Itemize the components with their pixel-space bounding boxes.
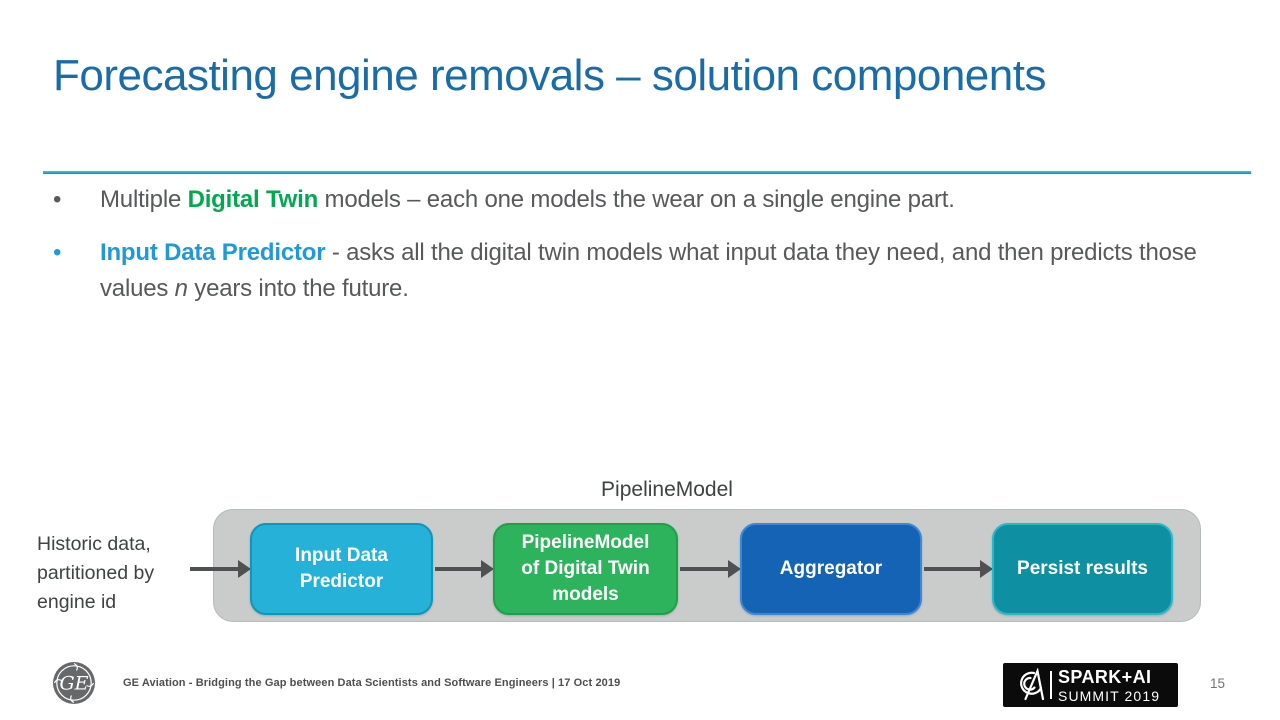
bullet2-mid: - asks all the digital twin models what … [100, 239, 1197, 302]
spark-ai-summit-logo: SPARK+AI SUMMIT 2019 [1003, 663, 1178, 707]
node-persist-results: Persist results [992, 523, 1173, 615]
ge-monogram-icon: GE [53, 662, 95, 704]
divider-line [43, 171, 1251, 174]
spark-logo-line2: SUMMIT 2019 [1058, 687, 1161, 704]
node-input-data-predictor: Input Data Predictor [250, 523, 433, 615]
bullet1-post: models – each one models the wear on a s… [318, 186, 955, 213]
spark-logo-separator [1050, 671, 1052, 699]
page-number: 15 [1210, 676, 1226, 691]
flow-arrow-input [190, 567, 238, 571]
flow-arrowhead-1 [481, 560, 494, 578]
bullet-list: • Multiple Digital Twin models – each on… [53, 182, 1228, 324]
node-aggregator: Aggregator [740, 523, 922, 615]
bullet-item-1: • Multiple Digital Twin models – each on… [53, 182, 1228, 218]
input-data-label: Historic data, partitioned by engine id [37, 533, 155, 613]
flow-arrowhead-input [238, 560, 251, 578]
bullet-text: Input Data Predictor - asks all the digi… [100, 235, 1228, 307]
digital-twin-highlight: Digital Twin [187, 186, 319, 213]
flow-arrow-1 [435, 567, 481, 571]
page-title: Forecasting engine removals – solution c… [53, 51, 1046, 100]
bullet-marker: • [53, 186, 62, 213]
pipeline-model-label: PipelineModel [601, 478, 733, 501]
spark-logo-line1: SPARK+AI [1058, 666, 1152, 687]
bullet-item-2: • Input Data Predictor - asks all the di… [53, 235, 1228, 307]
bullet-text: Multiple Digital Twin models – each one … [100, 182, 1228, 218]
bullet2-post: years into the future. [187, 275, 409, 302]
flow-arrowhead-2 [728, 560, 741, 578]
flow-arrow-2 [680, 567, 728, 571]
bullet-marker: • [53, 239, 62, 266]
node-pipeline-model-of-digital-twin: PipelineModel of Digital Twin models [493, 523, 678, 615]
bullet1-pre: Multiple [100, 186, 188, 213]
ge-logo: GE [52, 661, 96, 705]
flow-arrow-3 [924, 567, 980, 571]
flow-arrowhead-3 [980, 560, 993, 578]
input-data-predictor-highlight: Input Data Predictor [100, 239, 326, 266]
bullet2-variable-n: n [174, 275, 188, 302]
footer-credit: GE Aviation - Bridging the Gap between D… [123, 677, 621, 689]
spark-spiral-icon [1020, 668, 1045, 701]
ge-monogram-text: GE [59, 673, 88, 695]
